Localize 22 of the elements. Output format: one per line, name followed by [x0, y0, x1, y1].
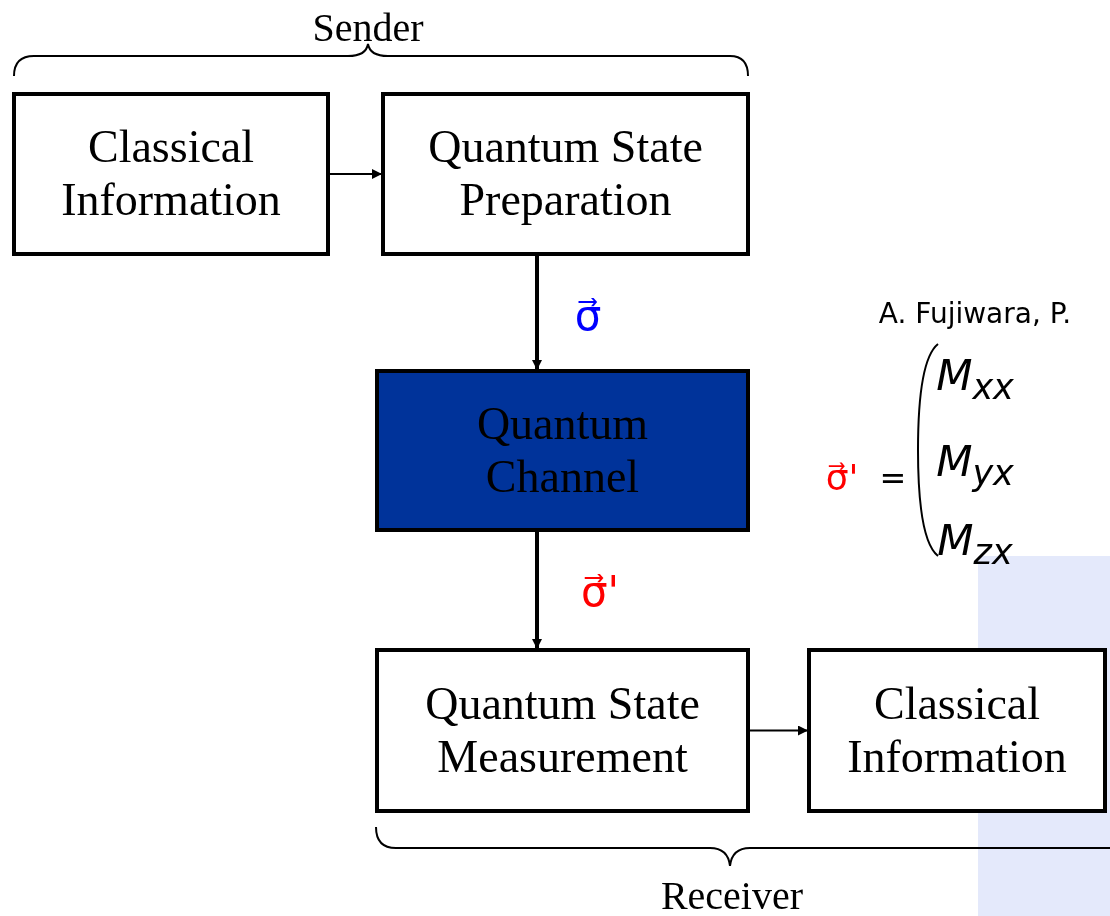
text-label: Receiver — [660, 876, 804, 916]
arrow — [749, 725, 808, 736]
matrix-entry: M$_{zx}$ — [937, 519, 1013, 571]
process-box — [12, 92, 330, 256]
box-label: Classical Information — [846, 677, 1068, 784]
box-label: Quantum State Measurement — [424, 677, 701, 784]
process-box — [807, 648, 1107, 813]
text-label: = — [879, 462, 907, 494]
box-label: Quantum Channel — [475, 397, 650, 504]
box-label: Quantum State Preparation — [427, 121, 704, 227]
box-label: Classical Information — [60, 121, 282, 227]
process-box — [381, 92, 750, 256]
text-label: σ⃗' — [825, 460, 859, 496]
arrow — [329, 169, 382, 179]
text-label: Sender — [312, 8, 424, 48]
text-label: A. Fujiwara, P. — [878, 300, 1072, 328]
arrow — [532, 256, 542, 370]
matrix-entry: M$_{yx}$ — [936, 440, 1014, 492]
arrow — [532, 532, 542, 649]
process-box — [375, 648, 750, 813]
matrix-entry: M$_{xx}$ — [936, 354, 1014, 406]
process-box — [375, 369, 750, 532]
